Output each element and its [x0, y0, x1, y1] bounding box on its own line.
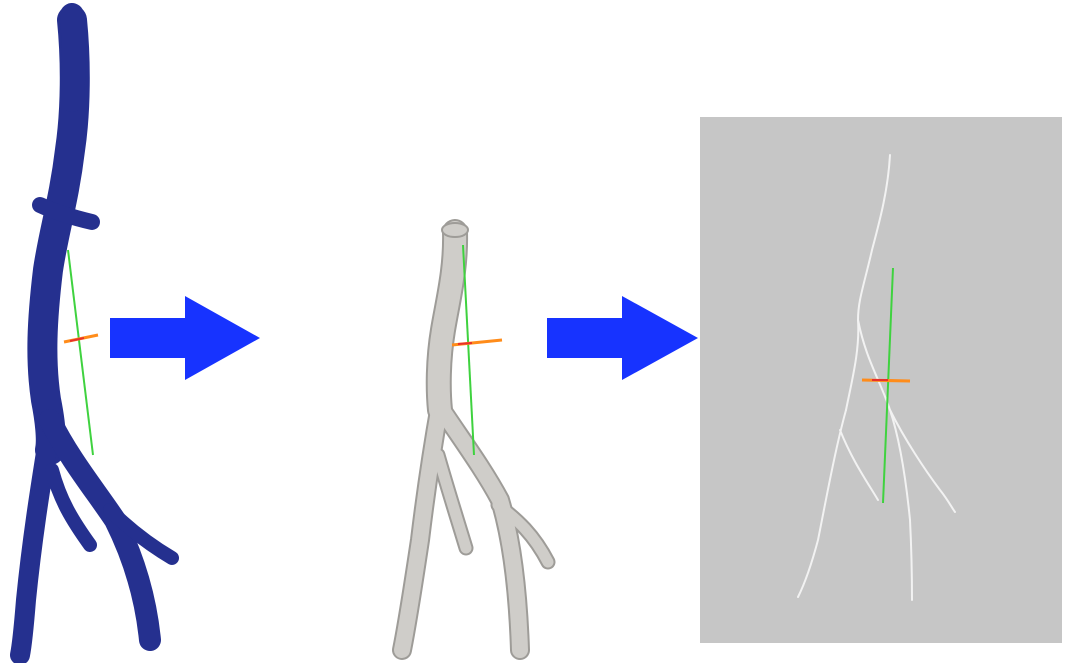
vessel-trunk-top — [72, 15, 74, 100]
smooth-trunk — [439, 232, 455, 410]
vessel-branch-left — [20, 440, 48, 655]
principal-axis-line — [68, 250, 93, 455]
arrow-right-1 — [110, 296, 260, 380]
smooth-branch-small — [438, 455, 466, 548]
cross-axis-line-red — [458, 343, 472, 344]
smoothed-vessel-model — [402, 223, 548, 650]
smooth-trunk-cap — [442, 223, 468, 237]
arrow-right-2 — [547, 296, 698, 380]
principal-axis-line — [463, 245, 474, 455]
smooth-branch-left — [402, 405, 440, 650]
centerline-panel — [700, 117, 1062, 643]
